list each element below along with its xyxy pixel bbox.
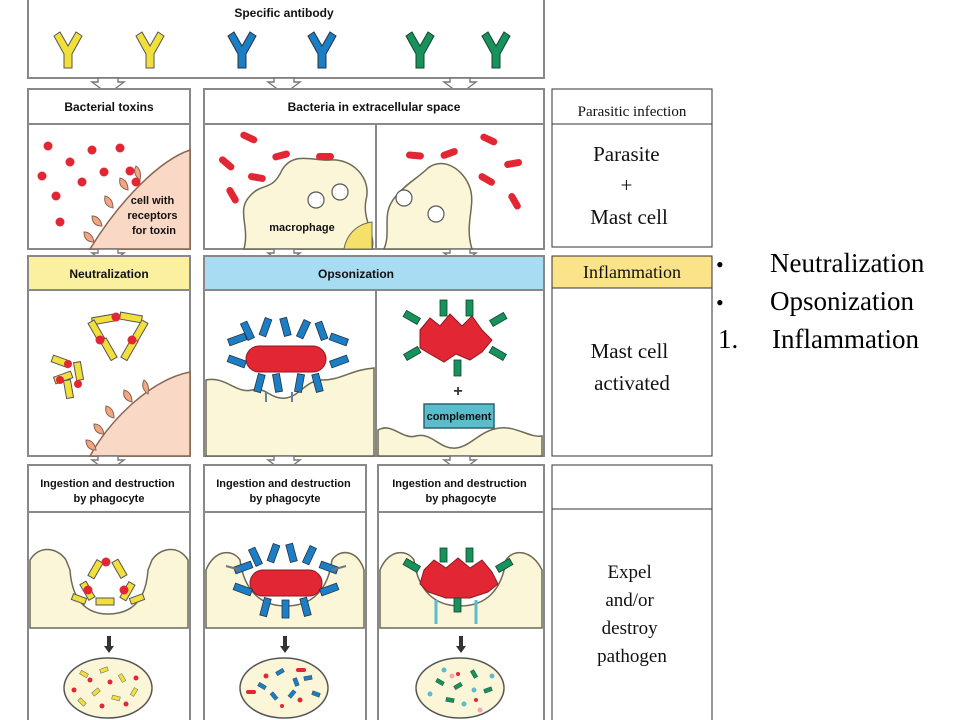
bacteria-extracellular-header: Bacteria in extracellular space <box>288 100 461 114</box>
mast-cell-activated-text: Mast cell activated <box>591 339 674 395</box>
specific-antibody-panel: Specific antibody <box>27 0 545 79</box>
opsonization-panel: Opsonization <box>203 255 545 457</box>
toxin-receptor-cell-label: cell with receptors for toxin <box>127 195 180 237</box>
parasitic-infection-column: Parasitic infection Parasite + Mast cell… <box>551 88 713 720</box>
complement-label: complement <box>427 411 492 423</box>
bullet-item: • Neutralization <box>714 244 960 282</box>
complement-plus: + <box>453 383 462 400</box>
parasite-step3-line: pathogen <box>597 646 667 667</box>
ingestion-title-line: Ingestion and destruction <box>216 478 351 490</box>
parasite-step1-line: + <box>620 173 632 197</box>
neutralization-band-label: Neutralization <box>69 267 148 281</box>
toxin-receptor-cell-label-line: receptors <box>127 210 177 222</box>
bullet-marker: • <box>716 290 724 315</box>
ingestion-title-line: Ingestion and destruction <box>40 478 175 490</box>
bullet-marker: 1. <box>718 324 739 354</box>
specific-antibody-title: Specific antibody <box>234 6 334 20</box>
ingestion-title-line: by phagocyte <box>426 493 497 505</box>
opsonization-band-label: Opsonization <box>318 267 394 281</box>
ingestion-title-line: by phagocyte <box>74 493 145 505</box>
parasite-step1-line: Parasite <box>593 142 659 166</box>
ingestion-title-line: Ingestion and destruction <box>392 478 527 490</box>
parasite-step2-line: activated <box>594 371 670 395</box>
ingestion-title: Ingestion and destruction by phagocyte <box>392 478 530 505</box>
ingestion-title: Ingestion and destruction by phagocyte <box>40 478 178 505</box>
expel-destroy-text: Expel and/or destroy pathogen <box>597 562 667 667</box>
parasite-step2-line: Mast cell <box>591 339 669 363</box>
toxin-receptor-cell-label-line: cell with <box>131 195 175 207</box>
parasite-step3-line: destroy <box>602 618 658 639</box>
parasite-step1-line: Mast cell <box>590 205 668 229</box>
bullet-text: Neutralization <box>770 248 925 278</box>
bullet-marker: • <box>716 252 724 277</box>
bacterial-toxins-panel: Bacterial toxins cell with receptors for… <box>27 88 191 250</box>
parasite-step3-line: and/or <box>605 590 654 611</box>
macrophage-label: macrophage <box>269 222 334 234</box>
bacterial-toxins-header: Bacterial toxins <box>64 100 154 114</box>
parasite-step3-line: Expel <box>607 562 651 583</box>
bacteria-extracellular-panel: Bacteria in extracellular space macropha… <box>203 88 545 250</box>
ingestion-panels: Ingestion and destruction by phagocyte I… <box>27 464 545 720</box>
parasite-mast-cell-text: Parasite + Mast cell <box>590 142 668 229</box>
parasitic-infection-header: Parasitic infection <box>578 104 687 120</box>
toxin-receptor-cell-label-line: for toxin <box>132 225 176 237</box>
bullet-text: Inflammation <box>772 324 919 354</box>
ingestion-title: Ingestion and destruction by phagocyte <box>216 478 354 505</box>
mechanism-bullet-list: • Neutralization • Opsonization 1. Infla… <box>714 244 960 358</box>
bullet-text: Opsonization <box>770 286 914 316</box>
ingestion-title-line: by phagocyte <box>250 493 321 505</box>
bullet-item: 1. Inflammation <box>714 320 960 358</box>
bullet-item: • Opsonization <box>714 282 960 320</box>
neutralization-panel: Neutralization <box>27 255 191 457</box>
inflammation-band-label: Inflammation <box>583 262 681 282</box>
